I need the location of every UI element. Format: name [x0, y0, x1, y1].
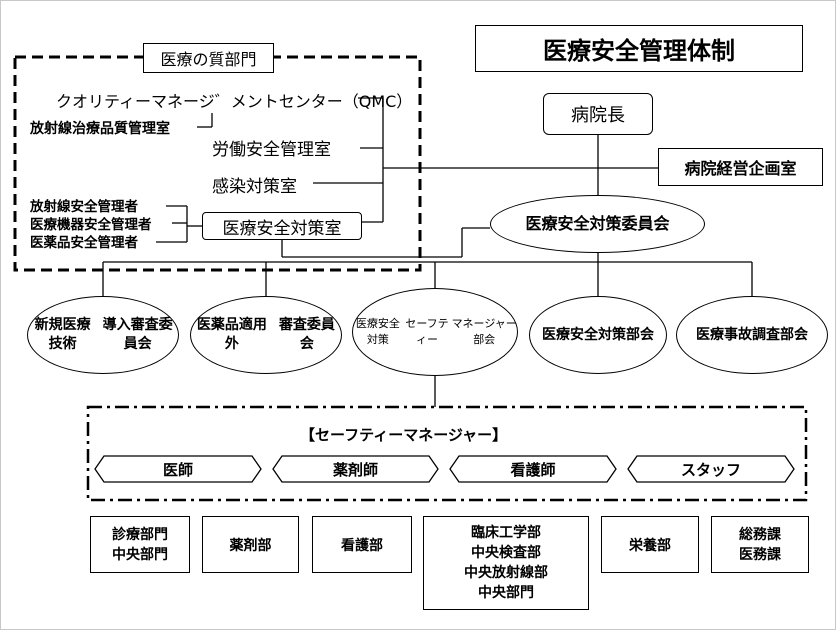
- subcommittee-line: 医薬品適用外: [196, 317, 267, 352]
- department-line: 診療部門: [112, 526, 168, 543]
- department-line: 総務課: [739, 526, 781, 543]
- department-central: 臨床工学部 中央検査部 中央放射線部 中央部門: [423, 516, 589, 610]
- safety-managers-label: 【セーフティーマネージャー】: [300, 426, 508, 444]
- role-shape-doctor: [94, 455, 262, 483]
- radiation-qc-room-label: 放射線治療品質管理室: [30, 121, 170, 137]
- labor-safety-room-label: 労働安全管理室: [212, 140, 331, 160]
- department-clinical: 診療部門 中央部門: [90, 516, 190, 573]
- department-line: 臨床工学部: [471, 525, 541, 541]
- department-line: 中央部門: [478, 585, 534, 601]
- department-line: 中央検査部: [471, 545, 541, 561]
- subcommittee-line: マネージャー部会: [451, 317, 517, 346]
- managers-list: 放射線安全管理者 医療機器安全管理者 医薬品安全管理者: [30, 198, 152, 252]
- department-line: 医務課: [739, 546, 781, 563]
- infection-control-room-label: 感染対策室: [212, 177, 297, 197]
- subcommittee-line: セーフティー: [405, 317, 449, 346]
- department-nursing: 看護部: [312, 516, 412, 573]
- drug-safety-manager: 医薬品安全管理者: [30, 235, 138, 251]
- subcommittee-line: 新規医療技術: [34, 317, 91, 352]
- subcommittee-offlabel-drug: 医薬品適用外 審査委員会: [190, 296, 342, 374]
- subcommittee-safety-manager: 医療安全対策 セーフティー マネージャー部会: [352, 288, 518, 376]
- qmc-label: クオリティーマネージ゛メントセンター（QMC）: [56, 92, 413, 111]
- subcommittee-accident-investigation: 医療事故 調査部会: [676, 296, 828, 374]
- page-title: 医療安全管理体制: [475, 25, 803, 72]
- safety-manager-border: [86, 405, 808, 502]
- department-administration: 総務課 医務課: [711, 516, 809, 573]
- department-line: 中央部門: [112, 546, 168, 563]
- role-doctor: 医師: [162, 460, 193, 479]
- role-shape-nurse: [449, 455, 617, 483]
- quality-section-border: [13, 55, 422, 272]
- subcommittee-line: 医療安全: [542, 326, 598, 343]
- subcommittee-line: 導入審査委員会: [102, 317, 173, 352]
- role-staff: スタッフ: [680, 460, 741, 479]
- subcommittee-line: 医療安全対策: [355, 317, 400, 346]
- subcommittee-line: 調査部会: [752, 326, 808, 343]
- medical-device-safety-manager: 医療機器安全管理者: [30, 217, 152, 233]
- subcommittee-line: 審査委員会: [278, 317, 335, 352]
- subcommittee-safety-measures: 医療安全 対策部会: [529, 296, 667, 374]
- role-pharmacist: 薬剤師: [332, 460, 378, 479]
- radiation-safety-manager: 放射線安全管理者: [30, 199, 138, 215]
- role-nurse: 看護師: [510, 460, 556, 479]
- role-shape-staff: [627, 455, 795, 483]
- safety-office-box: 医療安全対策室: [202, 212, 362, 240]
- safety-committee-ellipse: 医療安全対策委員会: [490, 195, 705, 253]
- quality-section-label: 医療の質部門: [143, 43, 274, 73]
- department-line: 中央放射線部: [464, 565, 548, 581]
- director-box: 病院長: [543, 93, 653, 135]
- planning-office-box: 病院経営企画室: [658, 148, 823, 186]
- subcommittee-line: 医療事故: [696, 326, 752, 343]
- subcommittee-line: 対策部会: [598, 326, 654, 343]
- subcommittee-new-technology: 新規医療技術 導入審査委員会: [27, 296, 179, 374]
- department-nutrition: 栄養部: [601, 516, 699, 573]
- department-pharmacy: 薬剤部: [202, 516, 299, 573]
- role-shape-pharmacist: [272, 455, 439, 483]
